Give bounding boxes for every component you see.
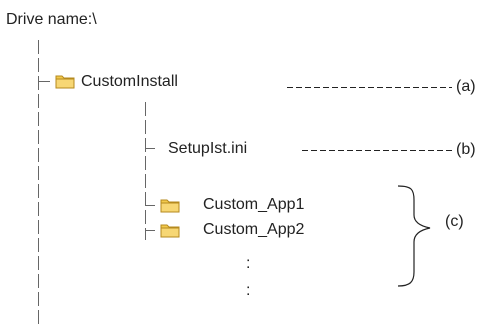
annotation-leaders	[287, 87, 452, 151]
custominstall-trunk	[145, 102, 155, 240]
brace-c	[397, 185, 431, 287]
custom-app1-label: Custom_App1	[203, 196, 305, 213]
root-drive-label: Drive name:\	[6, 11, 97, 28]
setupist-ini-label: SetupIst.ini	[168, 140, 248, 157]
folder-icon	[160, 199, 180, 213]
ellipsis-2: :	[246, 282, 251, 299]
ellipsis-1: :	[246, 255, 251, 272]
root-trunk	[38, 40, 50, 325]
folder-icon	[160, 224, 180, 238]
custominstall-label: CustomInstall	[81, 73, 178, 90]
folder-icon	[55, 75, 75, 89]
annotation-b: (b)	[456, 141, 476, 158]
annotation-a: (a)	[456, 78, 476, 95]
annotation-c: (c)	[445, 213, 464, 230]
custom-app2-label: Custom_App2	[203, 221, 305, 238]
